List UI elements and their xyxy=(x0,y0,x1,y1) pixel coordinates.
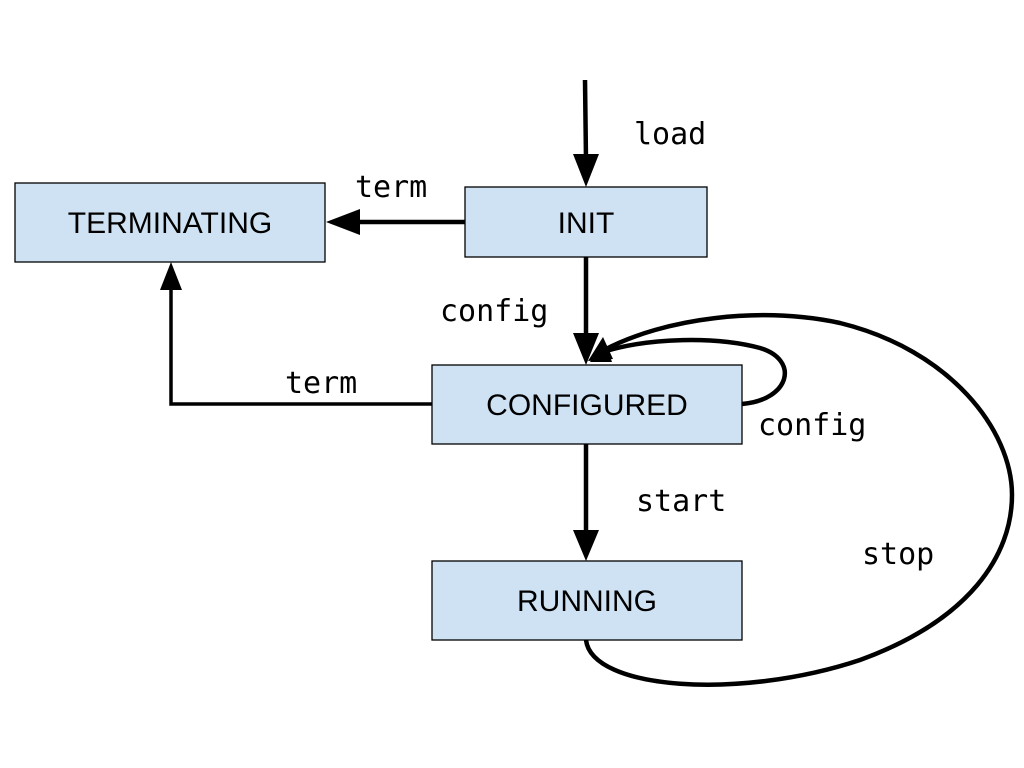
label-configured-term: term xyxy=(285,366,357,401)
label-load: load xyxy=(634,117,706,152)
label-stop: stop xyxy=(862,537,934,572)
state-running: RUNNING xyxy=(431,560,743,641)
state-init-label: INIT xyxy=(558,207,615,240)
state-terminating: TERMINATING xyxy=(14,182,326,263)
state-configured-label: CONFIGURED xyxy=(486,389,688,422)
arrowhead-icon xyxy=(573,530,599,561)
label-init-term: term xyxy=(355,170,427,205)
arrowhead-icon xyxy=(160,262,182,290)
transition-init-term xyxy=(326,209,465,235)
transition-load xyxy=(573,79,599,187)
state-running-label: RUNNING xyxy=(517,585,657,618)
label-init-config: config xyxy=(440,294,548,329)
transition-start xyxy=(573,444,599,561)
label-start: start xyxy=(636,484,726,519)
transition-init-config xyxy=(573,257,599,365)
label-configured-config: config xyxy=(758,408,866,443)
arrowhead-icon xyxy=(573,333,599,365)
arrowhead-icon xyxy=(573,154,599,187)
state-configured: CONFIGURED xyxy=(431,364,743,445)
arrowhead-icon xyxy=(326,209,360,235)
transition-configured-term xyxy=(160,262,432,406)
state-terminating-label: TERMINATING xyxy=(68,207,272,240)
state-init: INIT xyxy=(464,186,708,258)
arrowhead-icon xyxy=(588,337,613,361)
transition-stop xyxy=(583,313,1015,687)
